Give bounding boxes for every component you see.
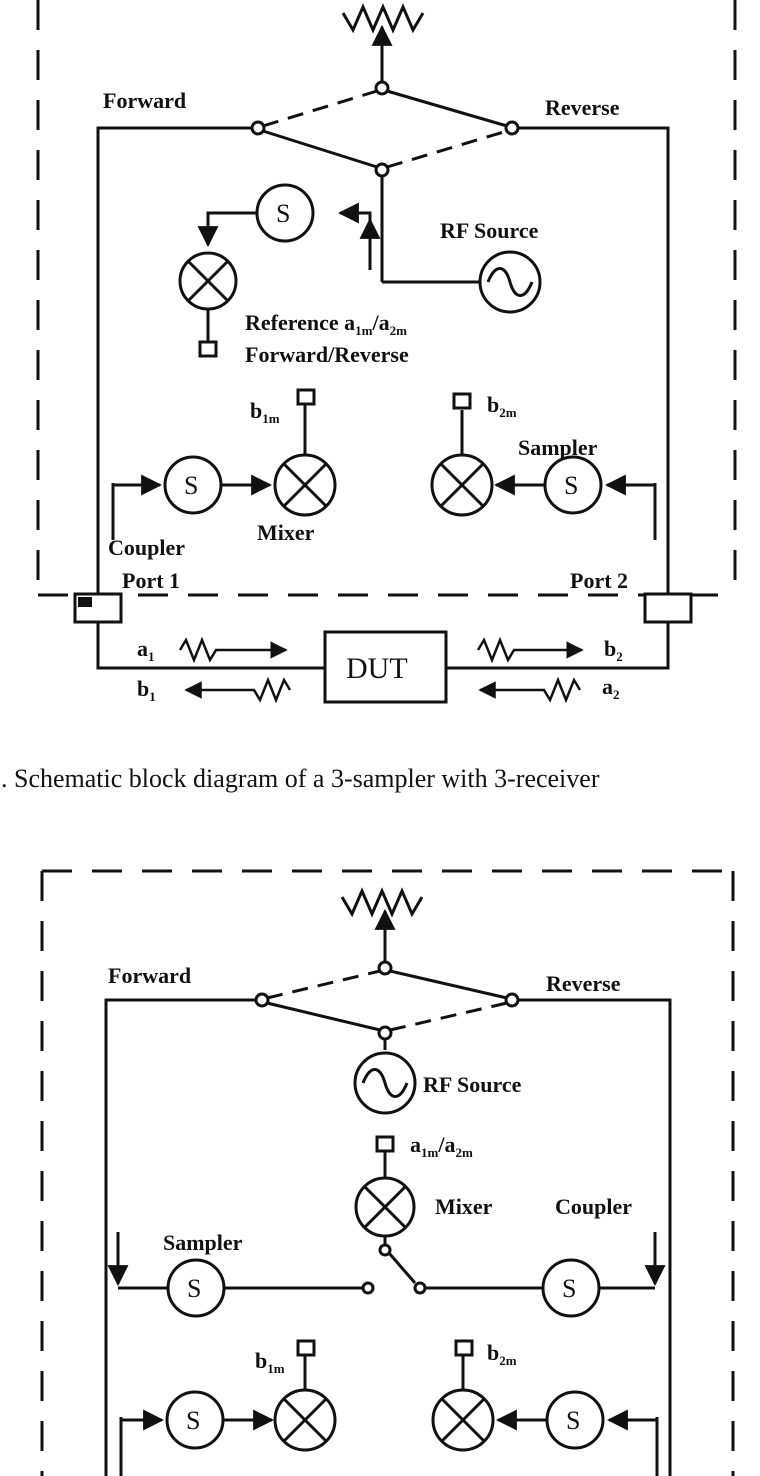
ref-sampler-out	[197, 211, 257, 248]
s-letter-b2: S	[566, 1406, 580, 1435]
switch-arm-reverse	[386, 89, 508, 128]
b1m-label-b: b1m	[255, 1348, 285, 1376]
b1m-port-box	[296, 388, 316, 406]
dut-box	[323, 630, 448, 704]
s-letter-b-right: S	[562, 1274, 576, 1303]
b2m-label-a: b2m	[487, 392, 517, 420]
rf-source-circle	[478, 250, 542, 314]
ref-switch-right	[413, 1281, 427, 1295]
rf-b-source-circle	[353, 1051, 417, 1115]
switch-b-arm-reverse	[389, 969, 508, 1000]
switch-dash-reverse	[386, 129, 508, 169]
mixer-b1-x2	[282, 1397, 328, 1443]
b2-wave	[476, 636, 584, 664]
reverse-path-wire	[446, 126, 670, 670]
s-letter-2: S	[564, 471, 578, 500]
mixer-b-ref-x2	[362, 1184, 408, 1230]
b2-label: b2	[604, 636, 623, 664]
switch-b-bottom-node	[377, 1025, 393, 1041]
b1m-label-a: b1m	[250, 398, 280, 426]
attenuator-b-zigzag	[340, 887, 424, 918]
mixer-2-x2	[439, 462, 485, 508]
mixer-label-a: Mixer	[257, 520, 315, 545]
attenuator-zigzag	[341, 3, 425, 34]
switch-bottom-node	[374, 162, 390, 178]
forward-b-wire	[104, 998, 256, 1476]
ref-switch-left	[361, 1281, 375, 1295]
switch-b-dash-reverse	[389, 1001, 508, 1032]
forward-path-wire	[96, 126, 325, 670]
ref-mixer-x2	[186, 259, 230, 303]
sampler-label-b: Sampler	[163, 1230, 243, 1255]
b1m-b-port-box	[296, 1339, 316, 1357]
a2-label: a2	[602, 674, 620, 702]
port-1-label: Port 1	[122, 568, 180, 593]
reference-label: Reference a1m/a2m	[245, 310, 407, 338]
b2m-b-port-box	[454, 1339, 474, 1357]
ref-port-box	[198, 340, 218, 358]
port-2-label: Port 2	[570, 568, 628, 593]
sampler-label-a: Sampler	[518, 435, 598, 460]
mixer-1-x2	[282, 462, 328, 508]
forward-label-b: Forward	[108, 963, 191, 988]
switch-dash-forward	[262, 89, 378, 128]
reverse-b-wire	[518, 998, 672, 1476]
s-letter-ref: S	[276, 199, 290, 228]
switch-top-node	[374, 80, 390, 96]
a2-wave	[478, 676, 582, 704]
figure-b-labels: Forward Reverse RF Source a1m/a2m Mixer …	[108, 963, 632, 1435]
figure-a	[36, 0, 737, 704]
dut-label: DUT	[346, 652, 408, 685]
a1-wave	[178, 636, 288, 664]
coupler-label-b: Coupler	[555, 1194, 632, 1219]
a1m-port-box	[375, 1135, 395, 1153]
reference-line2-label: Forward/Reverse	[245, 342, 409, 367]
figure-caption: 3. Schematic block diagram of a 3-sample…	[0, 764, 600, 793]
reverse-label-a: Reverse	[545, 95, 620, 120]
a1m-label-b: a1m/a2m	[410, 1132, 473, 1160]
rf-source-sine	[486, 267, 534, 297]
switch-arm-forward	[262, 129, 378, 169]
ref-switch-top	[378, 1243, 392, 1257]
switch-b-forward-node	[254, 992, 270, 1008]
switch-b-arm-forward	[266, 1001, 381, 1032]
port-2-box	[643, 592, 693, 624]
s-letter-1: S	[184, 471, 198, 500]
switch-forward-node	[250, 120, 266, 136]
b1-wave	[184, 676, 292, 704]
rf-b-sine	[361, 1068, 409, 1098]
b1-label: b1	[137, 676, 156, 704]
ref-switch-arm	[387, 1252, 417, 1284]
figure-b	[40, 869, 735, 1476]
mixer-b2-x2	[440, 1397, 486, 1443]
s-letter-b-left: S	[187, 1274, 201, 1303]
forward-label-a: Forward	[103, 88, 186, 113]
switch-b-top-node	[377, 960, 393, 976]
b2m-label-b: b2m	[487, 1340, 517, 1368]
s-letter-b1: S	[186, 1406, 200, 1435]
rf-source-label-a: RF Source	[440, 218, 539, 243]
coupler-label-a: Coupler	[108, 535, 185, 560]
b2m-port-box	[452, 392, 472, 410]
a1-label: a1	[137, 636, 155, 664]
switch-b-dash-forward	[266, 969, 381, 1000]
switch-b-reverse-node	[504, 992, 520, 1008]
rf-source-label-b: RF Source	[423, 1072, 522, 1097]
reverse-label-b: Reverse	[546, 971, 621, 996]
switch-reverse-node	[504, 120, 520, 136]
figure-a-labels: Forward Reverse RF Source S Reference a1…	[103, 88, 628, 704]
mixer-label-b: Mixer	[435, 1194, 493, 1219]
port-1-mark	[78, 597, 92, 607]
ref-coupler-wire	[337, 202, 372, 224]
